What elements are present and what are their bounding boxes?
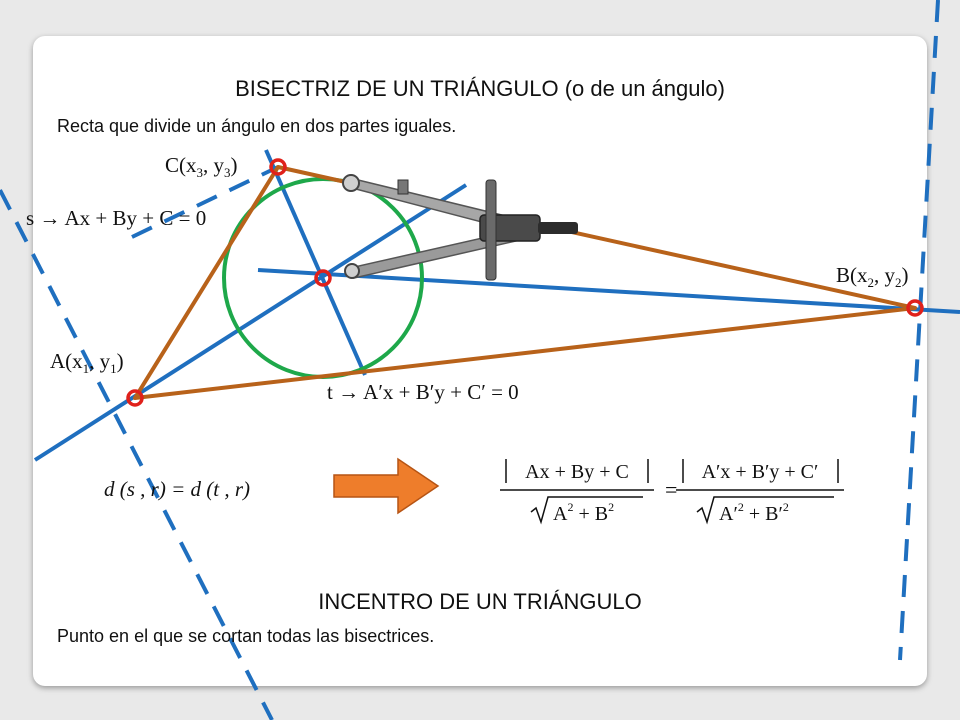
svg-text:Ax + By + C: Ax + By + C [525,461,629,483]
vertex-marker-c [269,158,287,176]
label-b: B(x2, y2) [836,263,909,290]
vertex-marker-a [126,389,144,407]
definition-text: Recta que divide un ángulo en dos partes… [57,116,457,136]
incenter-title: INCENTRO DE UN TRIÁNGULO [318,589,642,614]
dashed-line-right [898,0,940,661]
triangle [133,165,917,400]
label-a: A(x1, y1) [50,349,124,376]
equation-s: s → Ax + By + C = 0 [26,206,206,230]
bisector-a [33,183,468,462]
incenter-marker [314,269,332,287]
vertex-marker-b [906,299,924,317]
svg-text:=: = [665,477,677,502]
distance-formula: Ax + By + C A2 + B2 = A′x + B′y + C′ A′2… [500,459,844,525]
dashed-line-left [0,189,274,720]
incenter-definition: Punto en el que se cortan todas las bise… [57,626,435,646]
svg-text:A′2 + B′2: A′2 + B′2 [719,500,789,525]
bisector-b [257,268,960,314]
dashed-line-top [131,165,279,239]
compass-icon [342,174,578,281]
label-c: C(x3, y3) [165,153,238,180]
svg-text:A2 + B2: A2 + B2 [553,500,614,525]
equation-t: t → A′x + B′y + C′ = 0 [327,380,519,404]
right-arrow-icon [333,457,440,515]
svg-text:A′x + B′y + C′: A′x + B′y + C′ [702,461,819,483]
distance-equation: d (s , r) = d (t , r) [104,477,250,501]
slide-card [33,36,927,686]
slide-title: BISECTRIZ DE UN TRIÁNGULO (o de un ángul… [235,76,725,101]
